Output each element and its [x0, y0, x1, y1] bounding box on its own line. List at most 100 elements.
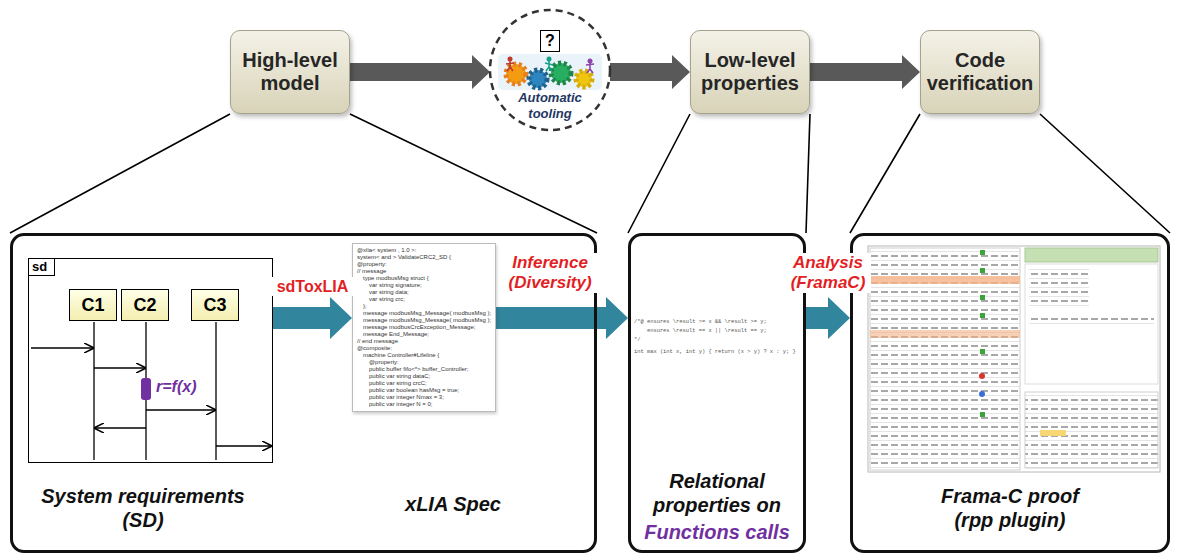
- framac-screenshot: [870, 248, 1020, 470]
- framac-screenshot: [979, 391, 985, 397]
- gears-illustration: [506, 61, 514, 71]
- spec-line: @composite:: [357, 345, 491, 352]
- lifeline: [215, 322, 216, 460]
- process-box: High-level model: [230, 30, 350, 114]
- spec-line: // end message: [357, 338, 491, 345]
- lifeline-box: C2: [121, 289, 169, 321]
- code-line: */: [634, 336, 640, 345]
- tooling-circle: Automatic tooling?: [488, 8, 612, 132]
- framac-screenshot: [980, 268, 985, 273]
- framac-screenshot: [870, 330, 1020, 338]
- circle-outline: [490, 10, 610, 130]
- spec-line: public var integer N = 0;: [357, 401, 491, 408]
- box-label: Low-level properties: [695, 49, 805, 95]
- message-arrow: [146, 409, 215, 410]
- spec-line: @property:: [357, 261, 491, 268]
- spec-line: };: [357, 303, 491, 310]
- lifeline-box: C3: [191, 289, 239, 321]
- spec-line: message End_Message;: [357, 331, 491, 338]
- panel-caption: xLIA Spec: [378, 492, 528, 516]
- box-label: Code verification: [925, 49, 1035, 95]
- gears-illustration: [498, 54, 602, 90]
- message-arrow: [94, 367, 145, 368]
- framac-screenshot: [980, 295, 985, 300]
- spec-line: public buffer fifo<*> buffer_Controller;: [357, 366, 491, 373]
- transform-arrow: [496, 297, 628, 339]
- framac-screenshot: [980, 313, 985, 318]
- detail-panel: Frama-C proof (rpp plugin): [850, 233, 1170, 553]
- framac-screenshot: [868, 246, 1160, 472]
- framac-screenshot: [1040, 430, 1066, 436]
- message-arrow: [95, 427, 146, 428]
- spec-document: @xlia< system , 1.0 >:system< and > Vali…: [352, 243, 496, 412]
- spec-line: // message: [357, 268, 491, 275]
- lifeline-box: C1: [69, 289, 117, 321]
- message-arrow: [31, 348, 271, 446]
- transform-arrow: [806, 297, 850, 339]
- framac-screenshot: [1025, 248, 1158, 262]
- spec-line: public var string dataC;: [357, 373, 491, 380]
- code-line: /*@ ensures \result >= x && \result >= y…: [634, 318, 767, 327]
- spec-line: var string signature;: [357, 282, 491, 289]
- spec-line: public var string crcC;: [357, 380, 491, 387]
- transform-arrow: [273, 297, 352, 339]
- spec-line: machine Controller#Lifeline {: [357, 352, 491, 359]
- box-label: C1: [81, 295, 104, 315]
- tool-label: Automatic tooling: [500, 90, 600, 122]
- gears-illustration: [508, 57, 513, 62]
- gears-illustration: [576, 71, 592, 87]
- framac-screenshot: [980, 412, 985, 417]
- sequence-frame: sdC1 C2 C3: [28, 258, 273, 463]
- box-label: High-level model: [235, 49, 345, 95]
- process-box: Code verification: [920, 30, 1040, 114]
- box-label: C3: [203, 295, 226, 315]
- box-label: ?: [545, 32, 555, 50]
- panel-caption: Relational properties on: [634, 469, 800, 517]
- spec-line: @xlia< system , 1.0 >:: [357, 247, 491, 254]
- detail-panel: /*@ ensures \result >= x && \result >= y…: [628, 233, 806, 553]
- gears-illustration: [547, 57, 552, 62]
- spec-line: message modbusMsg_Message( modbusMsg );: [357, 317, 491, 324]
- framac-screenshot: [868, 246, 1160, 472]
- spec-line: public var boolean hasMsg = true;: [357, 387, 491, 394]
- box-label: C2: [133, 295, 156, 315]
- spec-line: message modbusCrcException_Message;: [357, 324, 491, 331]
- edge-label: Inference (Diversity): [500, 253, 600, 293]
- edge-label: sdToxLIA: [272, 277, 354, 296]
- flow-arrow: [350, 55, 490, 89]
- gears-illustration: [545, 61, 553, 71]
- spec-line: system< and > ValidateCRC2_SD {: [357, 254, 491, 261]
- frame-tag: sd: [29, 259, 55, 276]
- framac-screenshot: [980, 250, 985, 255]
- zoom-line: [10, 114, 597, 233]
- spec-line: type modbusMsg struct {: [357, 275, 491, 282]
- spec-line: @property:: [357, 359, 491, 366]
- zoom-line: [628, 114, 810, 233]
- lifeline: [93, 322, 94, 460]
- framac-screenshot: [870, 276, 1020, 284]
- lifeline: [94, 322, 216, 460]
- panel-caption: Frama-C proof (rpp plugin): [930, 484, 1090, 532]
- gears-illustration: [551, 63, 571, 83]
- process-box: Low-level properties: [690, 30, 810, 114]
- gears-illustration: [588, 59, 593, 64]
- flow-arrow: [810, 55, 920, 89]
- edge-label: Analysis (FramaC): [785, 253, 871, 293]
- spec-line: message modbusMsg_Message( modbusMsg );: [357, 310, 491, 317]
- flow-arrow: [610, 55, 690, 89]
- message-arrow: [31, 347, 93, 348]
- framac-screenshot: [979, 373, 985, 379]
- activation-bar: [141, 378, 151, 400]
- panel-caption: Functions calls: [634, 520, 800, 544]
- panel-caption: System requirements (SD): [23, 484, 263, 532]
- message-arrow: [216, 445, 271, 446]
- framac-screenshot: [980, 349, 985, 354]
- spec-line: var string crc;: [357, 296, 491, 303]
- zoom-line: [850, 114, 1170, 233]
- framac-screenshot: [1025, 264, 1158, 384]
- code-line: ensures \result == x || \result == y;: [634, 327, 767, 336]
- spec-line: public var integer Nmax = 3;: [357, 394, 491, 401]
- code-line: int max (int x, int y) { return (x > y) …: [634, 348, 796, 357]
- function-note: r=f(x): [156, 377, 196, 397]
- gears-illustration: [498, 54, 602, 90]
